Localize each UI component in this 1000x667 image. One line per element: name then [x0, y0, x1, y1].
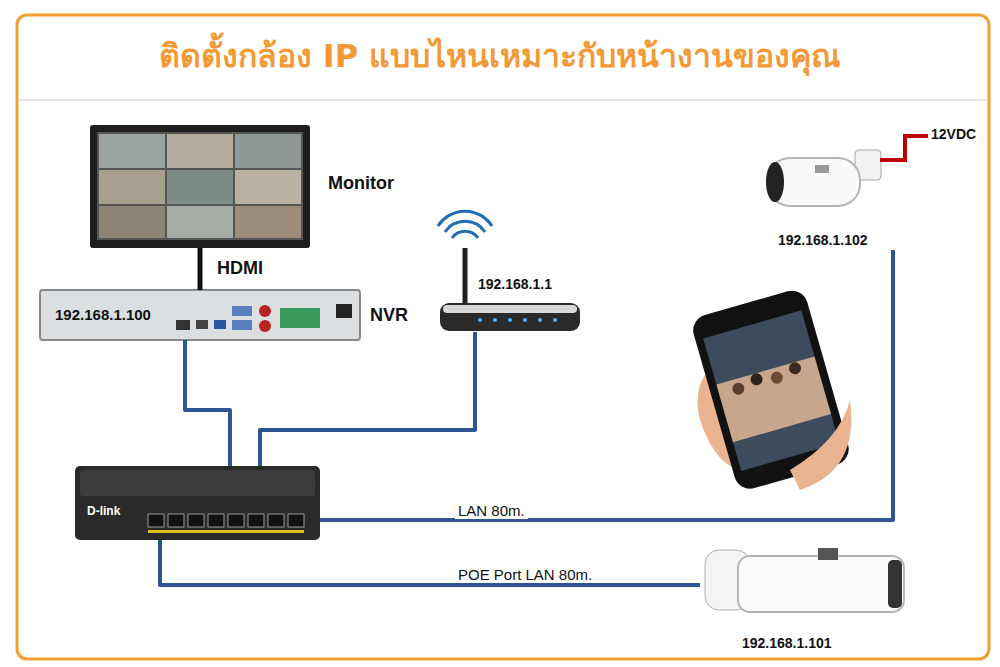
title: ติดตั้งกล้อง IP แบบไหนเหมาะกับหน้างานของ… [20, 30, 980, 81]
cable-label: HDMI [214, 258, 266, 279]
cable [320, 250, 893, 520]
switch-box: D-link [75, 466, 320, 540]
monitor-box: Monitor [90, 125, 310, 248]
voltage-label: 12VDC [931, 126, 976, 142]
cable [198, 248, 203, 290]
node-label: 192.168.1.102 [778, 232, 868, 248]
phone-illustration [689, 287, 852, 493]
node-label: Monitor [328, 173, 394, 194]
cable [185, 340, 230, 466]
monitor-illustration [90, 125, 310, 248]
camera-illustration [705, 548, 904, 612]
cable [160, 540, 700, 585]
camera-illustration [766, 150, 881, 206]
cable-label: POE Port LAN 80m. [455, 566, 595, 583]
nvr-illustration [40, 290, 360, 340]
device-name: NVR [370, 305, 408, 326]
cable [260, 332, 475, 466]
node-label: 192.168.1.1 [478, 276, 552, 292]
camera-box: 192.168.1.101 [700, 545, 910, 653]
nvr-box: 192.168.1.100NVR [40, 290, 360, 340]
node-label: 192.168.1.100 [55, 306, 151, 323]
node-label: D-link [87, 504, 120, 518]
node-label: 192.168.1.101 [742, 635, 832, 651]
header-rule [19, 99, 987, 101]
switch-illustration [75, 466, 320, 540]
router-box: 192.168.1.1 [440, 276, 585, 332]
router-illustration [438, 211, 580, 331]
frame [17, 15, 989, 659]
camera-box: 192.168.1.102 [760, 140, 900, 250]
cable-label: LAN 80m. [455, 502, 528, 519]
power-wire [880, 136, 928, 160]
